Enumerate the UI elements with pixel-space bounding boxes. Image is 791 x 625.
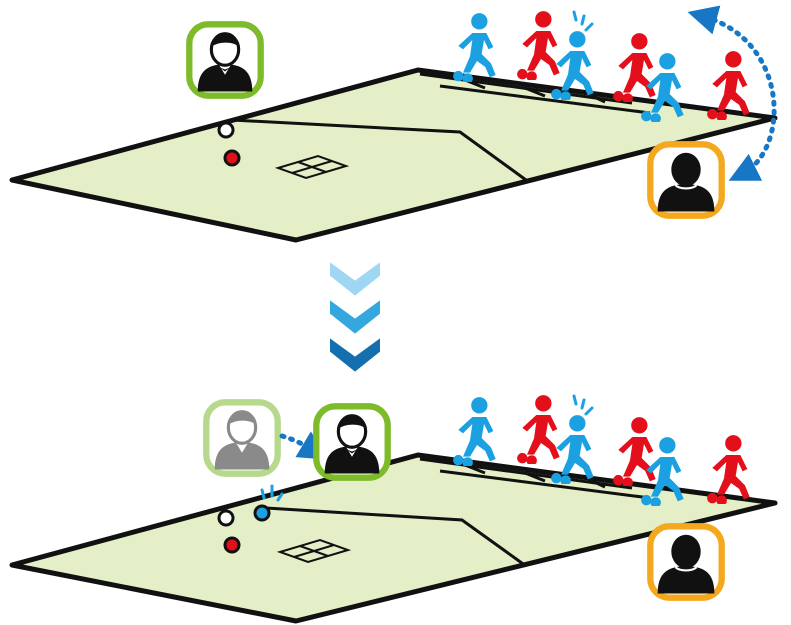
red-player-icon: [613, 33, 656, 102]
red-player-icon: [517, 395, 560, 464]
motion-lines: [572, 10, 594, 32]
blue-ball: [253, 504, 271, 522]
white-ball: [217, 509, 235, 527]
motion-lines: [572, 394, 594, 416]
panel-after: [9, 394, 778, 624]
field-grid-marker: [274, 154, 350, 180]
red-player-icon: [517, 11, 560, 80]
players-row: [453, 394, 750, 506]
down-chevrons-icon: [330, 262, 380, 372]
red-ball: [223, 149, 241, 167]
white-ball: [217, 121, 235, 139]
referee-faded-icon: [206, 402, 277, 473]
coach-icon: [650, 526, 721, 597]
field: [9, 67, 778, 243]
referee-icon: [189, 24, 260, 95]
field-grid-marker: [276, 538, 352, 564]
coach-icon: [650, 144, 721, 215]
blue-player-icon: [453, 397, 496, 466]
dotted-arrow-icon: [279, 431, 329, 460]
field: [9, 452, 778, 624]
players-row: [453, 10, 750, 122]
referee-icon: [316, 406, 387, 477]
dotted-arrow-icon: [687, 5, 777, 181]
red-ball: [223, 536, 241, 554]
blue-player-icon: [453, 13, 496, 82]
red-player-icon: [613, 417, 656, 486]
ball-motion-lines: [260, 484, 284, 502]
panel-before: [9, 5, 778, 243]
